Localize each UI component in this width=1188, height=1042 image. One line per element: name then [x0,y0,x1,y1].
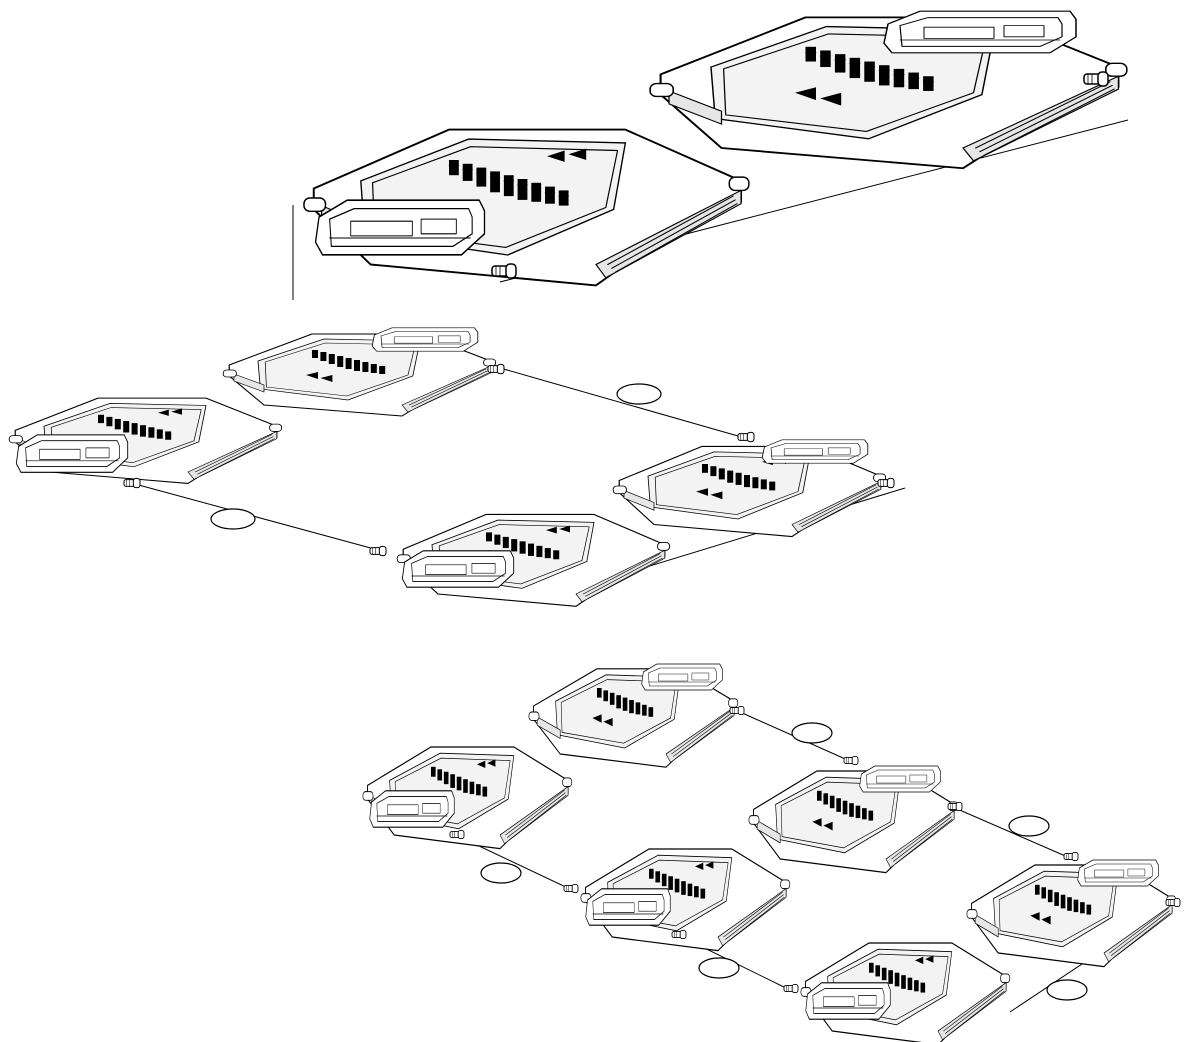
callout-oval [791,722,833,744]
plug-low-c [843,755,859,766]
display-panel-low-f [805,982,891,1020]
plug-mid-d [369,545,387,557]
plug-mid-c [737,431,755,443]
plug-low-c-out [947,801,963,812]
display-panel-mid-b [15,434,129,473]
plug-top-a [1083,71,1109,87]
plug-low-d [563,883,579,894]
plug-mid-b [123,477,141,489]
callout-oval [480,862,522,884]
four-scale-setup [8,327,906,607]
display-panel-mid-d [401,550,515,588]
display-panel-low-e [1077,859,1159,887]
display-panel-top-b [314,199,486,256]
display-panel-low-a [641,663,723,691]
plug-mid-a [487,363,505,375]
callout-oval [1046,979,1088,1001]
plug-low-a [729,705,745,716]
callout-oval [1008,815,1050,837]
plug-low-d-out [671,929,687,940]
plug-mid-c-out [877,477,895,489]
plug-low-b [449,829,465,840]
connection-cable [499,367,746,439]
display-panel-mid-a [371,327,479,352]
display-panel-low-b [369,790,455,828]
display-panel-top-a [883,10,1077,54]
two-scale-setup [292,10,1129,300]
display-panel-low-d [585,888,671,926]
display-panel-mid-c [761,439,869,464]
plug-low-f [783,983,799,994]
display-panel-low-c [859,765,941,793]
callout-oval [210,508,256,530]
plug-low-e [1063,851,1079,862]
six-scale-setup [362,663,1181,1042]
callout-oval [698,957,740,979]
connection-cable [954,807,1071,859]
plug-top-b [491,263,517,279]
plug-low-e-out [1165,897,1181,908]
callout-oval [616,383,662,405]
connection-cable [134,483,379,551]
